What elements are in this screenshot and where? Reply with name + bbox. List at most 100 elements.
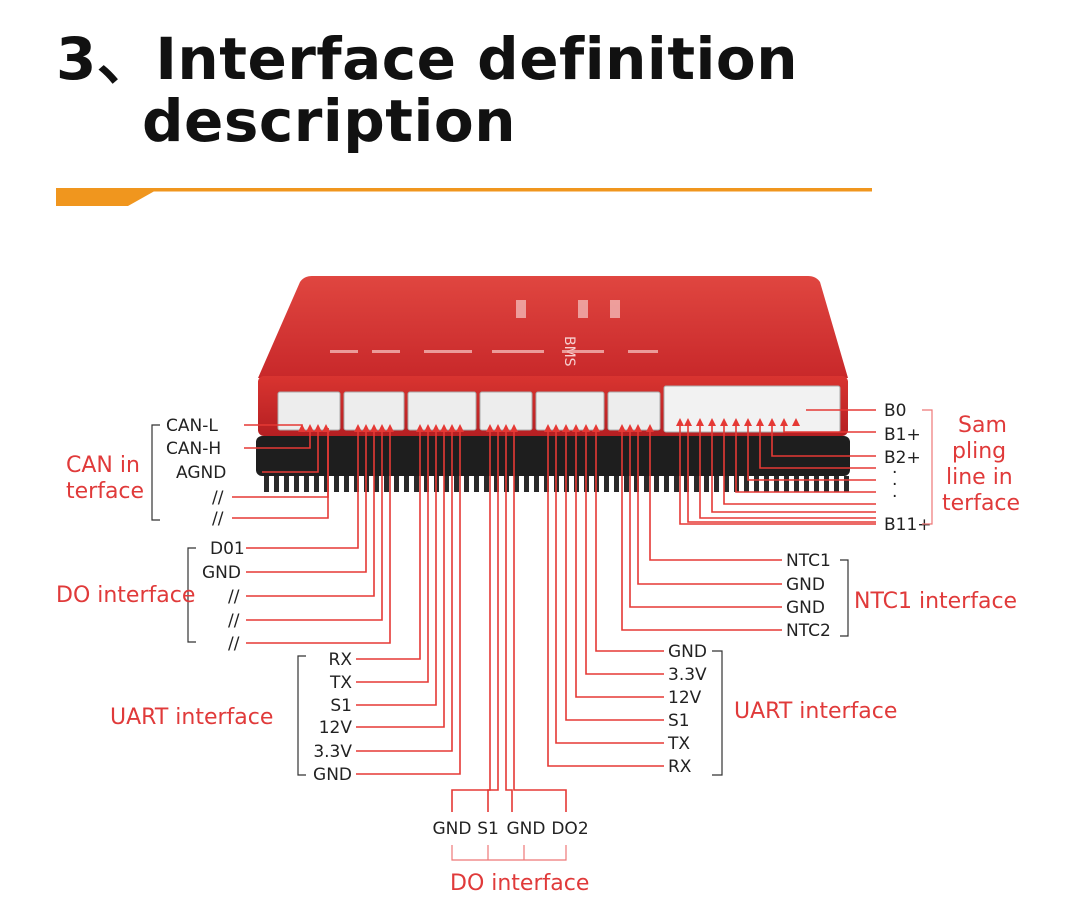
ntc-pin-label: NTC2: [786, 621, 831, 641]
do-left-pin-label: //: [228, 634, 240, 654]
pin-arrow: [486, 424, 494, 432]
do-bottom-pin-label: DO2: [551, 819, 588, 839]
pin-arrow: [562, 424, 570, 432]
sampling-wire: [687, 426, 876, 523]
sampling-pin-label: B2+: [884, 448, 921, 468]
sampling-group-label-1: Sam: [958, 413, 1007, 438]
pin-arrow: [322, 424, 330, 432]
do-left-pin-label: //: [228, 611, 240, 631]
uart-left-pin-label: TX: [329, 673, 352, 693]
pin-wires: CAN-LCAN-HAGND////D01GND//////RXTXS112V3…: [166, 401, 932, 839]
sampling-wire: [699, 426, 876, 519]
pin-arrow: [440, 424, 448, 432]
do-left-pin-label: //: [228, 587, 240, 607]
uart-right-pin-label: 3.3V: [668, 665, 707, 685]
title-line-2: description: [142, 87, 517, 155]
do-bottom-group-label: DO interface: [450, 871, 589, 896]
do-bottom-pin-label: GND: [433, 819, 472, 839]
pin-arrow: [780, 418, 788, 426]
pin-arrow: [676, 418, 684, 426]
uart-right-wire: [595, 428, 664, 652]
uart-left-wire: [356, 428, 453, 752]
do-left-wire: [246, 428, 375, 597]
uart-left-group-label: UART interface: [110, 705, 273, 730]
pin-arrow: [432, 424, 440, 432]
uart-right-wire: [565, 428, 664, 721]
sampling-wire: [783, 426, 876, 433]
do-left-wire: [246, 428, 367, 573]
pin-arrow: [416, 424, 424, 432]
pin-arrow: [708, 418, 716, 426]
sampling-pin-label: ·: [892, 463, 897, 483]
uart-right-wire: [555, 428, 664, 744]
can-group-label-2: terface: [66, 479, 144, 504]
can-pin-label: //: [212, 488, 224, 508]
pin-arrow: [582, 424, 590, 432]
uart-left-wire: [356, 428, 421, 660]
sampling-pin-label: ·: [892, 487, 897, 507]
uart-right-pin-label: S1: [668, 711, 690, 731]
sampling-wire: [747, 426, 876, 481]
pin-arrow: [448, 424, 456, 432]
bms-board: BMS: [256, 276, 850, 492]
sampling-wire: [759, 426, 876, 469]
can-pin-label: //: [212, 509, 224, 529]
uart-left-pin-label: S1: [330, 696, 352, 716]
ntc-wire: [621, 428, 782, 631]
uart-left-wire: [356, 428, 461, 775]
do-bottom-wire: [505, 428, 513, 812]
uart-right-pin-label: 12V: [668, 688, 702, 708]
heatsink-fins: [264, 476, 849, 492]
pin-arrow: [362, 424, 370, 432]
pin-arrow: [494, 424, 502, 432]
uart-left-pin-label: 3.3V: [313, 742, 352, 762]
pin-arrow: [370, 424, 378, 432]
sampling-pin-label: ·: [892, 475, 897, 495]
uart-left-pin-label: RX: [329, 650, 353, 670]
pin-arrow: [696, 418, 704, 426]
can-wire: [262, 428, 319, 473]
do-left-wire: [246, 428, 383, 621]
can-group-label-1: CAN in: [66, 453, 140, 478]
sampling-group-label-3: line in: [946, 465, 1013, 490]
uart-right-wire: [575, 428, 664, 698]
pin-arrow: [298, 424, 306, 432]
uart-right-pin-label: GND: [668, 642, 707, 662]
title-underline: [56, 188, 872, 206]
sampling-group-label-4: terface: [942, 491, 1020, 516]
do-left-pin-label: GND: [202, 563, 241, 583]
can-pin-label: AGND: [176, 463, 226, 483]
pin-arrow: [456, 424, 464, 432]
pin-arrow: [684, 418, 692, 426]
do-bottom-wire: [513, 428, 567, 812]
uart-right-pin-label: TX: [667, 734, 690, 754]
pin-arrow: [626, 424, 634, 432]
pin-arrow: [552, 424, 560, 432]
pin-arrow: [792, 418, 800, 426]
sampling-wire: [735, 426, 876, 493]
sampling-group-label-2: pling: [952, 439, 1006, 464]
pin-arrow: [756, 418, 764, 426]
do-bottom-pin-label: GND: [507, 819, 546, 839]
uart-right-wire: [585, 428, 664, 675]
uart-left-wire: [356, 428, 437, 706]
ntc-pin-label: NTC1: [786, 551, 831, 571]
do-bottom-wire: [487, 428, 499, 812]
do-bottom-pin-label: S1: [477, 819, 499, 839]
pin-arrow: [306, 424, 314, 432]
pin-arrow: [386, 424, 394, 432]
can-wire: [244, 428, 311, 449]
pin-arrow: [720, 418, 728, 426]
uart-left-pin-label: 12V: [319, 718, 353, 738]
pin-arrow: [634, 424, 642, 432]
ntc-wire: [649, 428, 782, 561]
sampling-pin-label: B1+: [884, 425, 921, 445]
pin-arrow: [510, 424, 518, 432]
pin-arrow: [592, 424, 600, 432]
pin-arrow: [732, 418, 740, 426]
ntc-wire: [637, 428, 782, 585]
pin-arrow: [354, 424, 362, 432]
do-left-wire: [246, 428, 359, 549]
group-brackets: [151, 409, 933, 861]
